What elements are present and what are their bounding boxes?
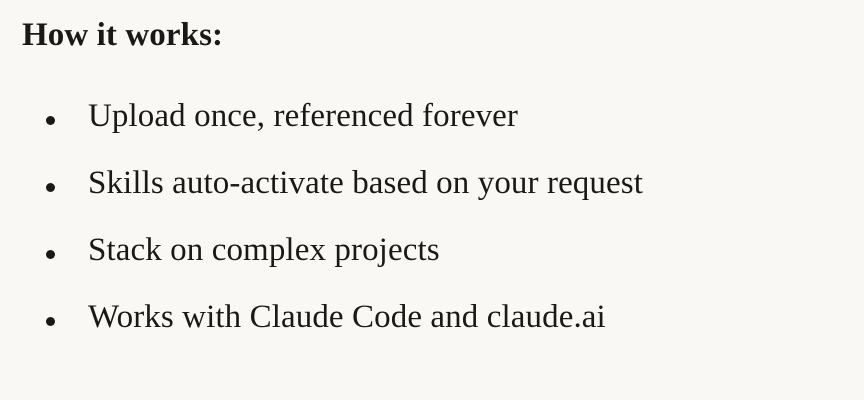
list-item-text: Works with Claude Code and claude.ai bbox=[88, 299, 606, 336]
list-item: Skills auto-activate based on your reque… bbox=[22, 163, 864, 204]
section-heading: How it works: bbox=[22, 17, 224, 53]
bullet-icon bbox=[46, 115, 55, 125]
how-it-works-section: How it works: Upload once, referenced fo… bbox=[0, 16, 864, 400]
bullet-icon bbox=[46, 317, 55, 327]
list-item-text: Skills auto-activate based on your reque… bbox=[88, 164, 643, 201]
list-item: Works with Claude Code and claude.ai bbox=[22, 297, 864, 338]
list-item-text: Upload once, referenced forever bbox=[88, 97, 519, 134]
list-item-text: Stack on complex projects bbox=[88, 232, 440, 269]
bullet-icon bbox=[46, 182, 55, 192]
bullet-icon bbox=[46, 250, 55, 260]
feature-list: Upload once, referenced forever Skills a… bbox=[22, 96, 864, 339]
list-item: Upload once, referenced forever bbox=[22, 96, 864, 137]
list-item: Stack on complex projects bbox=[22, 230, 864, 271]
